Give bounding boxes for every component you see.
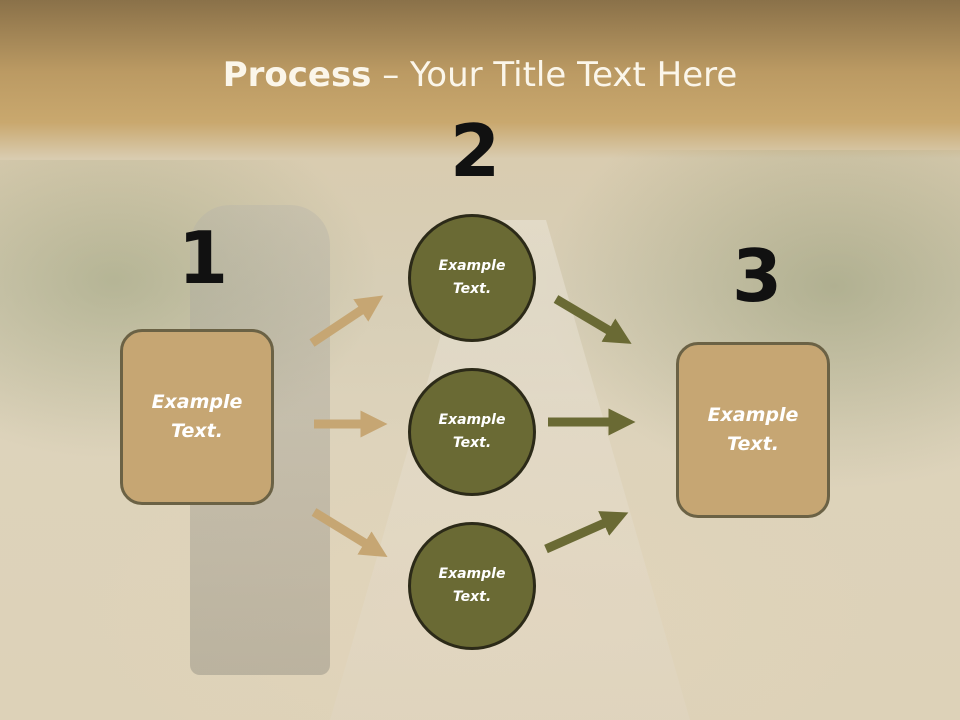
step-1-number: 1 — [178, 216, 229, 300]
step-2-circle-top: Example Text. — [408, 214, 536, 342]
step-2-circle-middle-text: Example Text. — [438, 412, 506, 451]
slide-title: Process – Your Title Text Here — [0, 55, 960, 95]
arrow-2-to-3-top — [553, 295, 632, 344]
step-3-number: 3 — [732, 234, 783, 318]
step-3-box: Example Text. — [676, 342, 830, 518]
step-3-text: Example Text. — [707, 404, 799, 455]
arrow-2-to-3-bottom — [544, 511, 629, 554]
title-bold: Process — [222, 55, 372, 95]
step-2-circle-middle: Example Text. — [408, 368, 536, 496]
step-1-text: Example Text. — [151, 391, 243, 442]
arrow-1-to-2-top — [309, 295, 384, 347]
step-2-number: 2 — [450, 109, 501, 193]
title-rest: – Your Title Text Here — [371, 55, 738, 95]
step-1-box: Example Text. — [120, 329, 274, 505]
step-2-circle-top-text: Example Text. — [438, 258, 506, 297]
step-2-circle-bottom: Example Text. — [408, 522, 536, 650]
step-2-circle-bottom-text: Example Text. — [438, 566, 506, 605]
arrow-1-to-2-bottom — [311, 508, 388, 558]
